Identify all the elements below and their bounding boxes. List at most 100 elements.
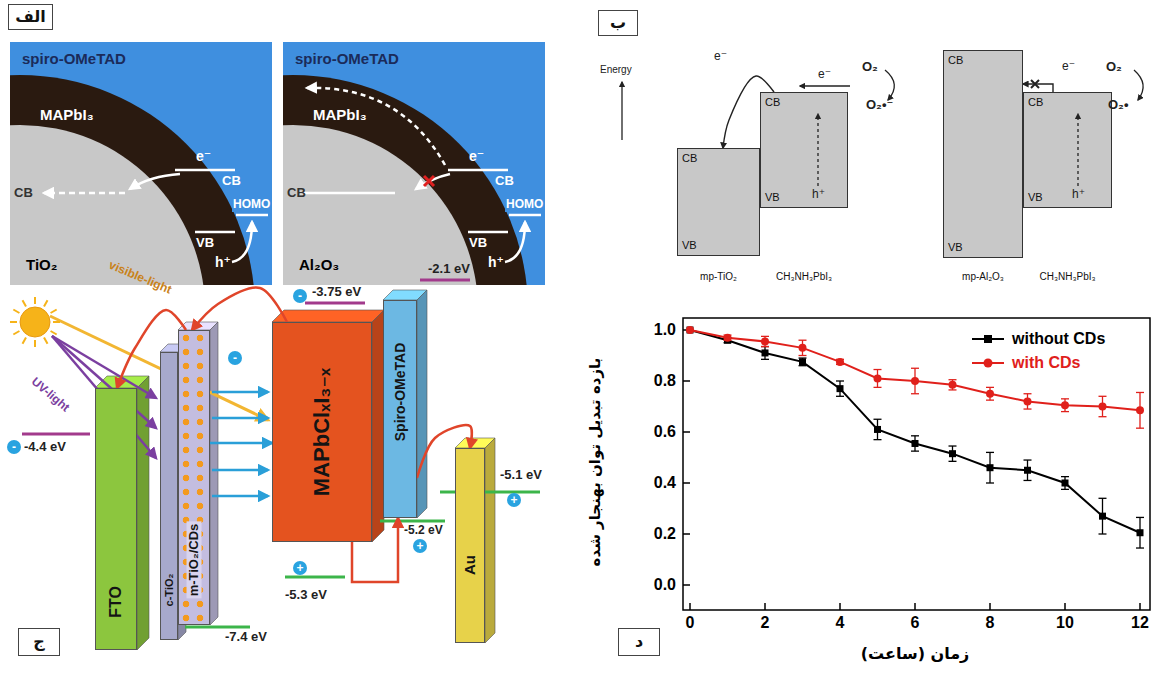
tick-label: 0.6 bbox=[654, 423, 676, 441]
drawing-circle bbox=[10, 125, 205, 285]
drawing-line bbox=[1024, 393, 1032, 394]
chart-frame bbox=[683, 318, 1150, 610]
drawing-line bbox=[911, 393, 919, 394]
drawing-line bbox=[1139, 603, 1141, 610]
perovskite-layer: MAPbClₓI₃₋ₓ bbox=[272, 322, 372, 542]
drawing-circle bbox=[20, 307, 50, 337]
layer-name: MAPbClₓI₃₋ₓ bbox=[309, 368, 334, 496]
drawing-circle bbox=[949, 381, 957, 389]
drawing-line bbox=[22, 433, 90, 436]
legend-swatch bbox=[970, 355, 1006, 371]
energy-level: -2.1 eV bbox=[428, 262, 470, 277]
drawing-line bbox=[1099, 416, 1107, 417]
charge-sign: + bbox=[507, 493, 521, 507]
legend-entry: with CDs bbox=[970, 354, 1080, 372]
light-label: UV-light bbox=[28, 375, 72, 415]
material-name: MAPbI₃ bbox=[313, 106, 367, 123]
material-name: mp-Al₂O₃ bbox=[962, 271, 1004, 283]
drawing-rect bbox=[943, 50, 1023, 258]
drawing-rect bbox=[760, 92, 848, 208]
panel-letter: الف bbox=[15, 8, 46, 26]
panel-tag: ج bbox=[18, 628, 60, 656]
layer-name: c-TiO₂ bbox=[163, 574, 176, 607]
energy-level: -5.1 eV bbox=[500, 468, 542, 483]
drawing-line bbox=[212, 391, 268, 394]
drawing-line bbox=[1099, 396, 1107, 397]
drawing-polygon bbox=[210, 322, 218, 625]
drawing-line bbox=[1024, 459, 1032, 460]
drawing-line bbox=[1099, 498, 1107, 499]
drawing-rect bbox=[949, 450, 956, 457]
drawing-line bbox=[175, 169, 235, 172]
drawing-circle bbox=[283, 75, 528, 285]
energy-level: -5.3 eV bbox=[285, 588, 327, 603]
charge-label: e⁻ bbox=[196, 148, 211, 164]
band-name: CB bbox=[765, 96, 780, 109]
axis-title: بازده تبدیل توان بهنجار شده bbox=[587, 358, 604, 567]
drawing-line bbox=[300, 192, 395, 195]
species-label: O₂ bbox=[1106, 60, 1122, 75]
drawing-line bbox=[44, 300, 48, 306]
drawing-circle bbox=[911, 377, 919, 385]
energy-level: -4.4 eV bbox=[24, 440, 66, 455]
drawing-line bbox=[839, 603, 841, 610]
drawing-circle bbox=[1136, 406, 1144, 414]
drawing-line bbox=[1024, 480, 1032, 481]
drawing-circle bbox=[1061, 401, 1069, 409]
band-name: VB bbox=[948, 241, 963, 254]
drawing-line bbox=[621, 82, 622, 140]
drawing-line bbox=[874, 387, 882, 388]
panel-letter: ب bbox=[610, 14, 626, 32]
tick-label: 8 bbox=[986, 614, 995, 632]
drawing-rect bbox=[683, 318, 1150, 610]
band-box: CBVBCH₃NH₃PbI₃ bbox=[760, 92, 848, 208]
energy-level: -7.4 eV bbox=[225, 630, 267, 645]
legend-entry: without CDs bbox=[970, 330, 1105, 348]
band-name: CB bbox=[682, 152, 697, 165]
drawing-line bbox=[761, 359, 769, 360]
charge-label: h⁺ bbox=[812, 188, 825, 202]
tick-label: 1.0 bbox=[654, 321, 676, 339]
drawing-line bbox=[51, 310, 57, 314]
drawing-path bbox=[307, 88, 445, 165]
charge-label: e⁻ bbox=[469, 148, 484, 164]
charge-label: h⁺ bbox=[1072, 188, 1085, 202]
charge-label: e⁻ bbox=[818, 68, 831, 82]
drawing-line bbox=[764, 603, 766, 610]
drawing-line bbox=[51, 331, 57, 335]
drawing-rect bbox=[987, 464, 994, 471]
drawing-polygon bbox=[485, 438, 495, 643]
drawing-rect bbox=[677, 148, 760, 256]
charge-sign: - bbox=[293, 289, 307, 303]
drawing-line bbox=[683, 482, 690, 484]
drawing-line bbox=[761, 336, 769, 337]
drawing-rect bbox=[1099, 513, 1106, 520]
drawing-path bbox=[505, 222, 525, 262]
drawing-circle bbox=[986, 390, 994, 398]
drawing-line bbox=[1136, 428, 1144, 429]
drawing-line bbox=[914, 603, 916, 610]
legend-swatch bbox=[970, 331, 1006, 347]
drawing-line bbox=[911, 368, 919, 369]
drawing-line bbox=[10, 321, 17, 323]
drawing-polygon bbox=[417, 290, 427, 518]
drawing-path bbox=[1134, 70, 1143, 100]
drawing-line bbox=[34, 297, 36, 304]
electrode-layer: Au bbox=[455, 448, 485, 643]
drawing-rect bbox=[1024, 467, 1031, 474]
axis-title: Energy bbox=[600, 64, 632, 76]
sun-rays bbox=[10, 297, 60, 347]
energy-level: -3.75 eV bbox=[312, 285, 361, 300]
drawing-line bbox=[34, 340, 36, 347]
drawing-line bbox=[817, 114, 818, 186]
drawing-line bbox=[986, 482, 994, 483]
panel-tag: د bbox=[618, 628, 660, 656]
drawing-line bbox=[949, 461, 957, 462]
drawing-line bbox=[23, 300, 27, 306]
drawing-path bbox=[416, 174, 450, 189]
band-name: CB bbox=[14, 186, 33, 201]
drawing-line bbox=[23, 338, 27, 344]
material-name: spiro-OMeTAD bbox=[295, 50, 399, 67]
drawing-line bbox=[689, 603, 691, 610]
drawing-line bbox=[1099, 533, 1107, 534]
